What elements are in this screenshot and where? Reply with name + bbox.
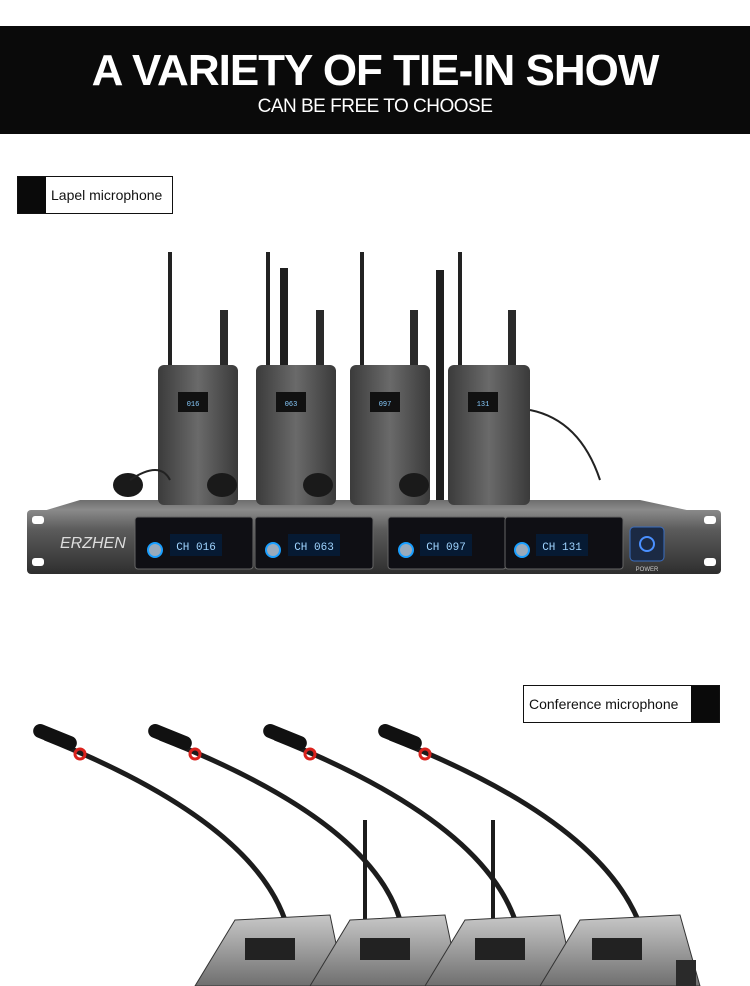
channel-display-4: CH 131	[542, 542, 582, 554]
bodypack-3: 097	[350, 252, 444, 505]
header-banner: A VARIETY OF TIE-IN SHOW CAN BE FREE TO …	[0, 26, 750, 134]
lapel-mic-clips	[113, 473, 429, 497]
lapel-system-image: 016 063 097 131 ERZHEN	[27, 252, 721, 574]
channel-display-1: CH 016	[176, 542, 216, 554]
receiver-unit: ERZHEN CH 016 CH 063 CH 097 CH 131 POWER	[27, 510, 721, 574]
svg-text:ERZHEN: ERZHEN	[60, 535, 126, 552]
conference-microphone-tag: Conference microphone	[523, 685, 720, 723]
conference-mics-image	[33, 724, 701, 986]
gooseneck-mic-3	[263, 724, 518, 921]
tag-marker	[18, 177, 46, 213]
svg-text:063: 063	[285, 401, 298, 409]
power-button	[629, 526, 665, 562]
conference-microphone-label: Conference microphone	[529, 696, 679, 712]
tag-marker	[691, 686, 719, 722]
gooseneck-mic-1	[33, 724, 288, 921]
svg-text:016: 016	[187, 401, 200, 409]
gooseneck-mic-4	[378, 724, 643, 926]
lapel-microphone-label: Lapel microphone	[51, 187, 163, 203]
svg-text:POWER: POWER	[636, 567, 659, 573]
banner-subtitle: CAN BE FREE TO CHOOSE	[257, 96, 493, 117]
lapel-microphone-tag: Lapel microphone	[17, 176, 173, 214]
bodypack-4: 131	[448, 252, 530, 505]
banner-title: A VARIETY OF TIE-IN SHOW	[91, 46, 660, 95]
bodypack-2: 063	[256, 252, 336, 505]
svg-text:131: 131	[477, 401, 490, 409]
bodypack-1: 016	[158, 252, 238, 505]
channel-display-2: CH 063	[294, 542, 334, 554]
gooseneck-mic-2	[148, 724, 403, 921]
svg-text:097: 097	[379, 401, 392, 409]
power-icon	[639, 536, 655, 552]
channel-display-3: CH 097	[426, 542, 466, 554]
